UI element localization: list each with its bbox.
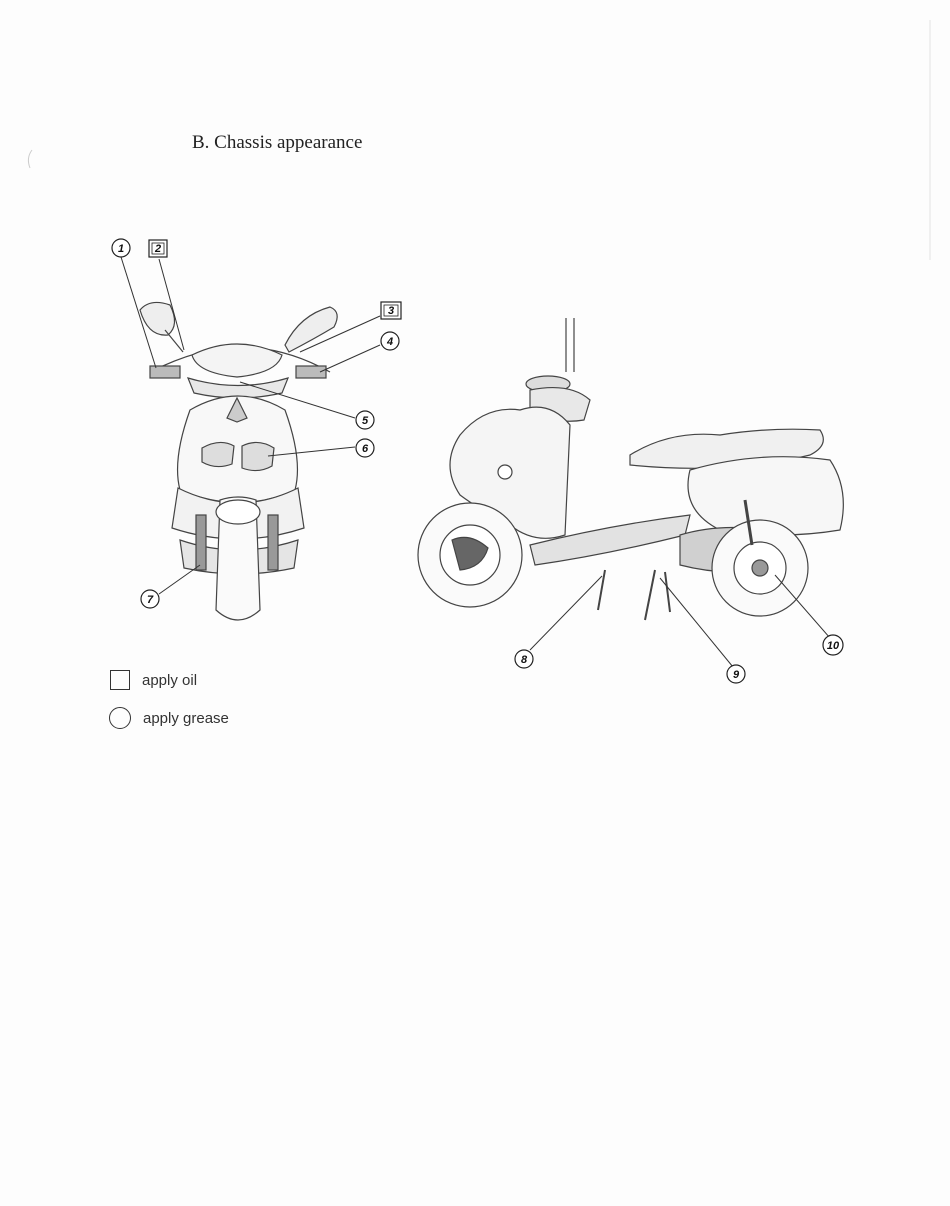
- callout-9-number: 9: [733, 669, 740, 681]
- callout-4-grease: 4: [380, 331, 400, 351]
- callout-4-number: 4: [386, 336, 393, 348]
- callout-9-grease: 9: [726, 664, 746, 684]
- leader-lines: [120, 256, 831, 668]
- callout-2-number: 2: [154, 243, 161, 255]
- callout-8-grease: 8: [514, 649, 534, 669]
- callout-10-number: 10: [827, 640, 840, 652]
- square-symbol-icon: [110, 670, 130, 690]
- legend-oil: apply oil: [110, 670, 197, 690]
- callout-1-number: 1: [118, 243, 124, 255]
- callout-6-number: 6: [362, 443, 369, 455]
- callout-3-oil: 3: [380, 301, 402, 320]
- callout-1-grease: 1: [111, 238, 131, 258]
- callout-10-grease: 10: [822, 634, 844, 656]
- section-title: B. Chassis appearance: [192, 132, 363, 153]
- callout-5-grease: 5: [355, 410, 375, 430]
- front-view-illustration: [139, 301, 338, 621]
- circle-symbol-icon: [109, 707, 131, 729]
- side-view-illustration: [417, 318, 844, 621]
- callout-7-grease: 7: [140, 589, 160, 609]
- legend-grease-label: apply grease: [143, 709, 229, 727]
- callout-5-number: 5: [362, 415, 369, 427]
- callout-2-oil: 2: [148, 239, 168, 258]
- callout-8-number: 8: [521, 654, 528, 666]
- legend-grease: apply grease: [109, 707, 229, 729]
- callout-6-grease: 6: [355, 438, 375, 458]
- callout-3-number: 3: [388, 305, 394, 317]
- callout-7-number: 7: [147, 594, 154, 606]
- legend-oil-label: apply oil: [142, 671, 198, 689]
